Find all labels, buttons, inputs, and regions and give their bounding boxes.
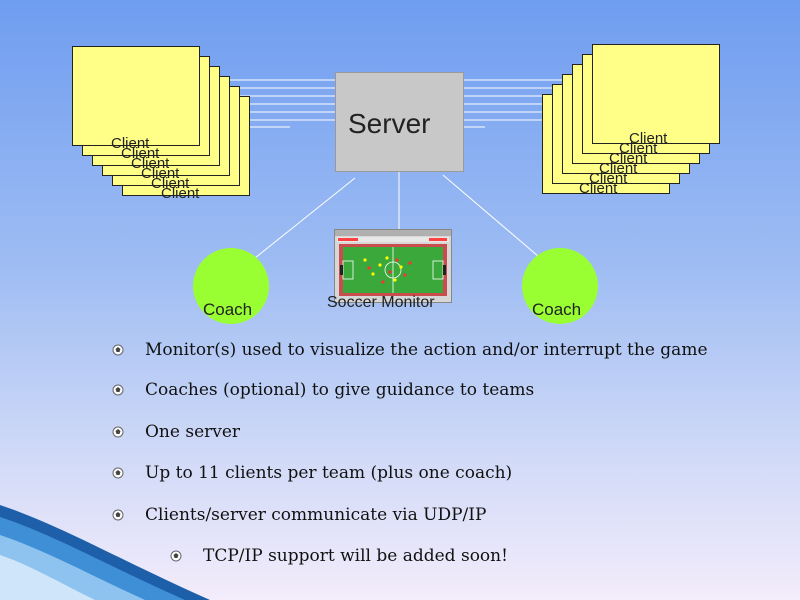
- client-label: Client: [629, 130, 668, 147]
- bullet-text: Clients/server communicate via UDP/IP: [145, 505, 487, 525]
- soccer-ball-bullet-icon: [112, 509, 124, 521]
- client-label: Client: [609, 150, 648, 167]
- coach-left-circle: [193, 248, 269, 324]
- coach-right-label: Coach: [532, 300, 582, 319]
- soccer-field-image: [335, 230, 451, 296]
- soccer-monitor-label: Soccer Monitor: [327, 294, 435, 311]
- client-label: Client: [121, 145, 160, 162]
- soccer-ball-bullet-icon: [112, 426, 124, 438]
- bullet-text: TCP/IP support will be added soon!: [203, 546, 508, 566]
- soccer-ball-bullet-icon: [112, 384, 124, 396]
- soccer-monitor-window: [334, 229, 452, 303]
- client-box: [72, 46, 200, 146]
- coach-left-label: Coach: [203, 300, 253, 319]
- client-label: Client: [579, 180, 618, 197]
- client-label: Client: [161, 185, 200, 202]
- client-label: Client: [141, 165, 180, 182]
- client-label: Client: [151, 175, 190, 192]
- bullet-text: One server: [145, 422, 241, 442]
- coach-right-circle: [522, 248, 598, 324]
- client-label: Client: [599, 160, 638, 177]
- soccer-ball-bullet-icon: [170, 550, 182, 562]
- server-label: Server: [348, 108, 431, 139]
- bullet-text: Monitor(s) used to visualize the action …: [145, 340, 708, 360]
- client-label: Client: [111, 135, 150, 152]
- bullet-text: Coaches (optional) to give guidance to t…: [145, 380, 535, 400]
- client-label: Client: [131, 155, 170, 172]
- soccer-ball-bullet-icon: [112, 344, 124, 356]
- server-box: [335, 72, 464, 172]
- client-label: Client: [589, 170, 628, 187]
- soccer-ball-bullet-icon: [112, 467, 124, 479]
- client-label: Client: [619, 140, 658, 157]
- corner-swoosh-decoration: [0, 505, 210, 600]
- bullet-text: Up to 11 clients per team (plus one coac…: [145, 463, 513, 483]
- client-box: [592, 44, 720, 144]
